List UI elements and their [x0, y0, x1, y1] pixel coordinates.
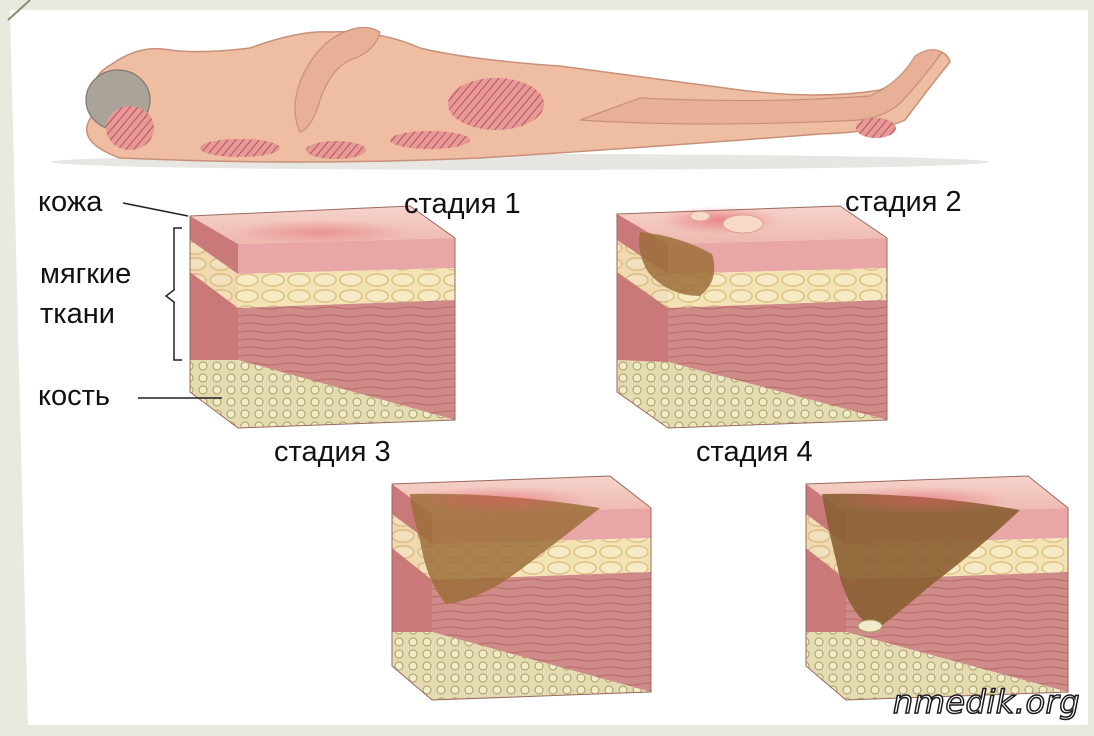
pressure-zone-hip [390, 131, 470, 149]
watermark: nmedik.org [893, 683, 1080, 721]
pressure-zone-elbow [306, 141, 366, 159]
label-stage-2: стадия 2 [845, 188, 962, 217]
label-stage-3: стадия 3 [274, 438, 391, 467]
pressure-zone-head [106, 106, 154, 150]
pressure-zone-heel [856, 118, 896, 138]
tissue-block-stage-3 [392, 476, 651, 700]
pressure-zone-sacrum [448, 78, 544, 130]
tissue-block-stage-4 [806, 476, 1068, 700]
label-stage-1: стадия 1 [404, 190, 521, 219]
pressure-zone-shoulder [200, 139, 280, 157]
label-skin: кожа [38, 188, 102, 217]
label-soft-tissue-line2: ткани [40, 300, 115, 329]
label-stage-4: стадия 4 [696, 438, 813, 467]
label-bone: кость [38, 382, 110, 411]
tissue-block-stage-1 [190, 206, 455, 428]
label-soft-tissue-line1: мягкие [40, 260, 131, 289]
tissue-block-stage-2 [617, 206, 887, 428]
